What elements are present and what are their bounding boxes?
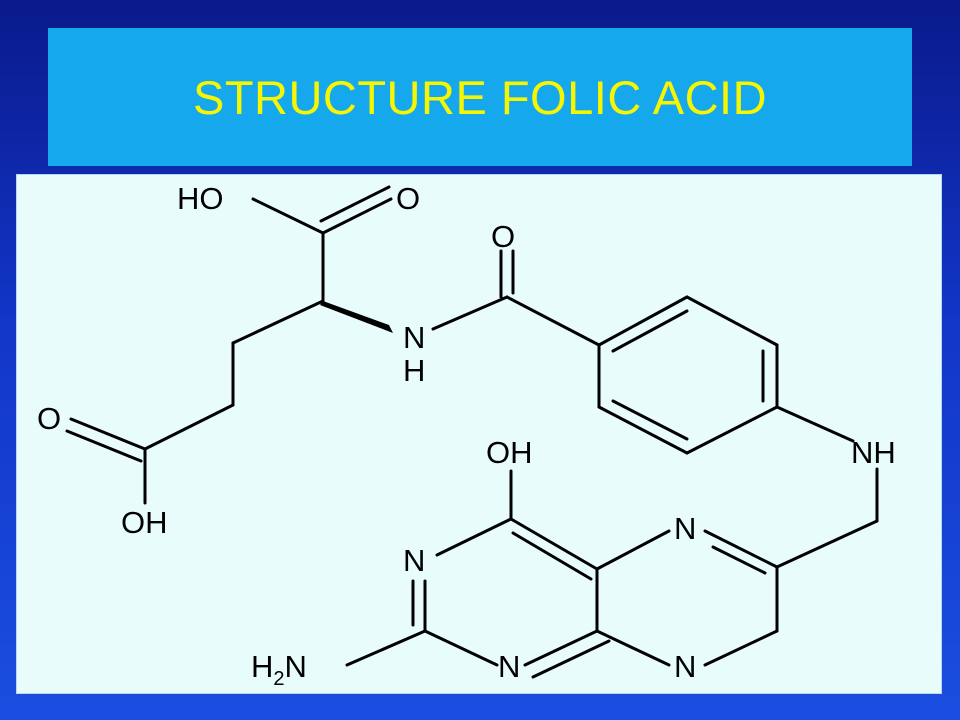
atom-h2n-subscript: 2 — [273, 668, 284, 690]
folic-acid-structure-diagram: HO O O N H O OH OH NH N N N N H2N — [37, 181, 896, 690]
benzamide-bonds — [499, 249, 879, 569]
pteridine-bonds — [345, 469, 779, 679]
atom-nh-amide-h: H — [403, 353, 425, 388]
atom-n-ring-bottom-left: N — [498, 649, 520, 684]
atom-nh-right: NH — [851, 435, 896, 470]
atom-o-left: O — [37, 401, 61, 436]
atom-nh-amide-n: N — [403, 320, 425, 355]
glutamate-bonds — [65, 185, 509, 505]
atom-ho-top: HO — [177, 181, 224, 216]
slide-title: STRUCTURE FOLIC ACID — [192, 70, 768, 124]
atom-oh-bottom: OH — [121, 505, 168, 540]
atom-o-top: O — [396, 181, 420, 216]
title-banner: STRUCTURE FOLIC ACID — [48, 28, 912, 166]
atom-n-ring-left: N — [403, 543, 425, 578]
wedge-bond — [320, 301, 393, 333]
atom-h2n-h: H — [251, 649, 273, 684]
atom-o-amide: O — [491, 219, 515, 254]
atom-oh-pteridine: OH — [486, 435, 533, 470]
atom-n-ring-top: N — [674, 511, 696, 546]
atom-h2n: H2N — [251, 649, 307, 690]
atom-h2n-n: N — [285, 649, 307, 684]
folic-acid-structure-panel: HO O O N H O OH OH NH N N N N H2N — [16, 174, 942, 694]
atom-n-ring-bottom-right: N — [674, 649, 696, 684]
